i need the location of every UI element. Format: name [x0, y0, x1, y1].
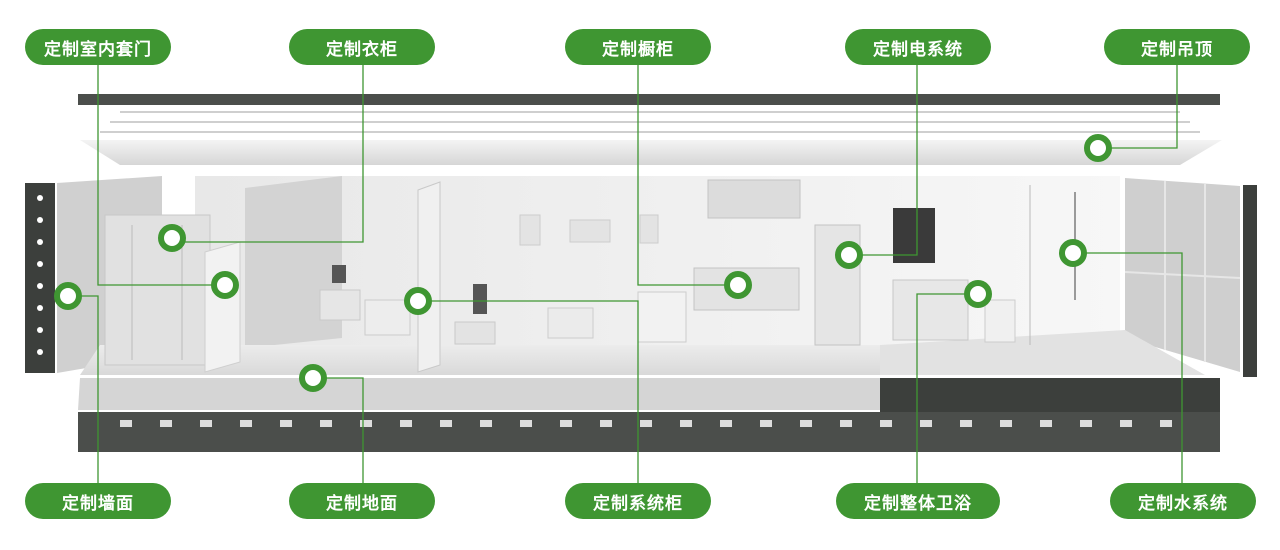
leader-ceiling	[1098, 48, 1178, 149]
bathroom-fixtures	[892, 185, 1076, 345]
label-custom-door[interactable]: 定制室内套门	[25, 29, 171, 65]
marker-floor	[299, 364, 327, 392]
floor-assembly	[78, 330, 1220, 452]
marker-ceiling	[1084, 134, 1112, 162]
ceiling-assembly	[78, 94, 1222, 165]
label-custom-water[interactable]: 定制水系统	[1110, 483, 1256, 519]
marker-wardrobe	[158, 224, 186, 252]
leader-lines	[68, 48, 1183, 501]
marker-electric	[835, 241, 863, 269]
marker-bathroom	[964, 280, 992, 308]
leader-cabinet	[637, 48, 738, 286]
label-custom-cabinet[interactable]: 定制橱柜	[565, 29, 711, 65]
leader-door	[97, 48, 225, 286]
marker-wall	[54, 282, 82, 310]
label-custom-ceiling[interactable]: 定制吊顶	[1104, 29, 1250, 65]
leader-floor	[313, 377, 364, 501]
leader-system-cabinet	[418, 300, 639, 501]
leader-water	[1073, 252, 1183, 501]
label-custom-floor[interactable]: 定制地面	[289, 483, 435, 519]
label-custom-electric[interactable]: 定制电系统	[845, 29, 991, 65]
label-custom-wall[interactable]: 定制墙面	[25, 483, 171, 519]
label-custom-wardrobe[interactable]: 定制衣柜	[289, 29, 435, 65]
leader-wardrobe	[172, 48, 364, 243]
label-custom-system-cabinet[interactable]: 定制系统柜	[565, 483, 711, 519]
marker-dots	[54, 134, 1112, 392]
leader-electric	[849, 48, 918, 256]
marker-system-cabinet	[404, 287, 432, 315]
leader-bathroom	[916, 293, 978, 501]
marker-cabinet	[724, 271, 752, 299]
marker-water	[1059, 239, 1087, 267]
wardrobe-unit	[104, 214, 241, 373]
label-custom-bathroom[interactable]: 定制整体卫浴	[836, 483, 1000, 519]
marker-door	[211, 271, 239, 299]
bedroom-furniture	[319, 181, 441, 373]
living-furniture	[454, 284, 687, 345]
